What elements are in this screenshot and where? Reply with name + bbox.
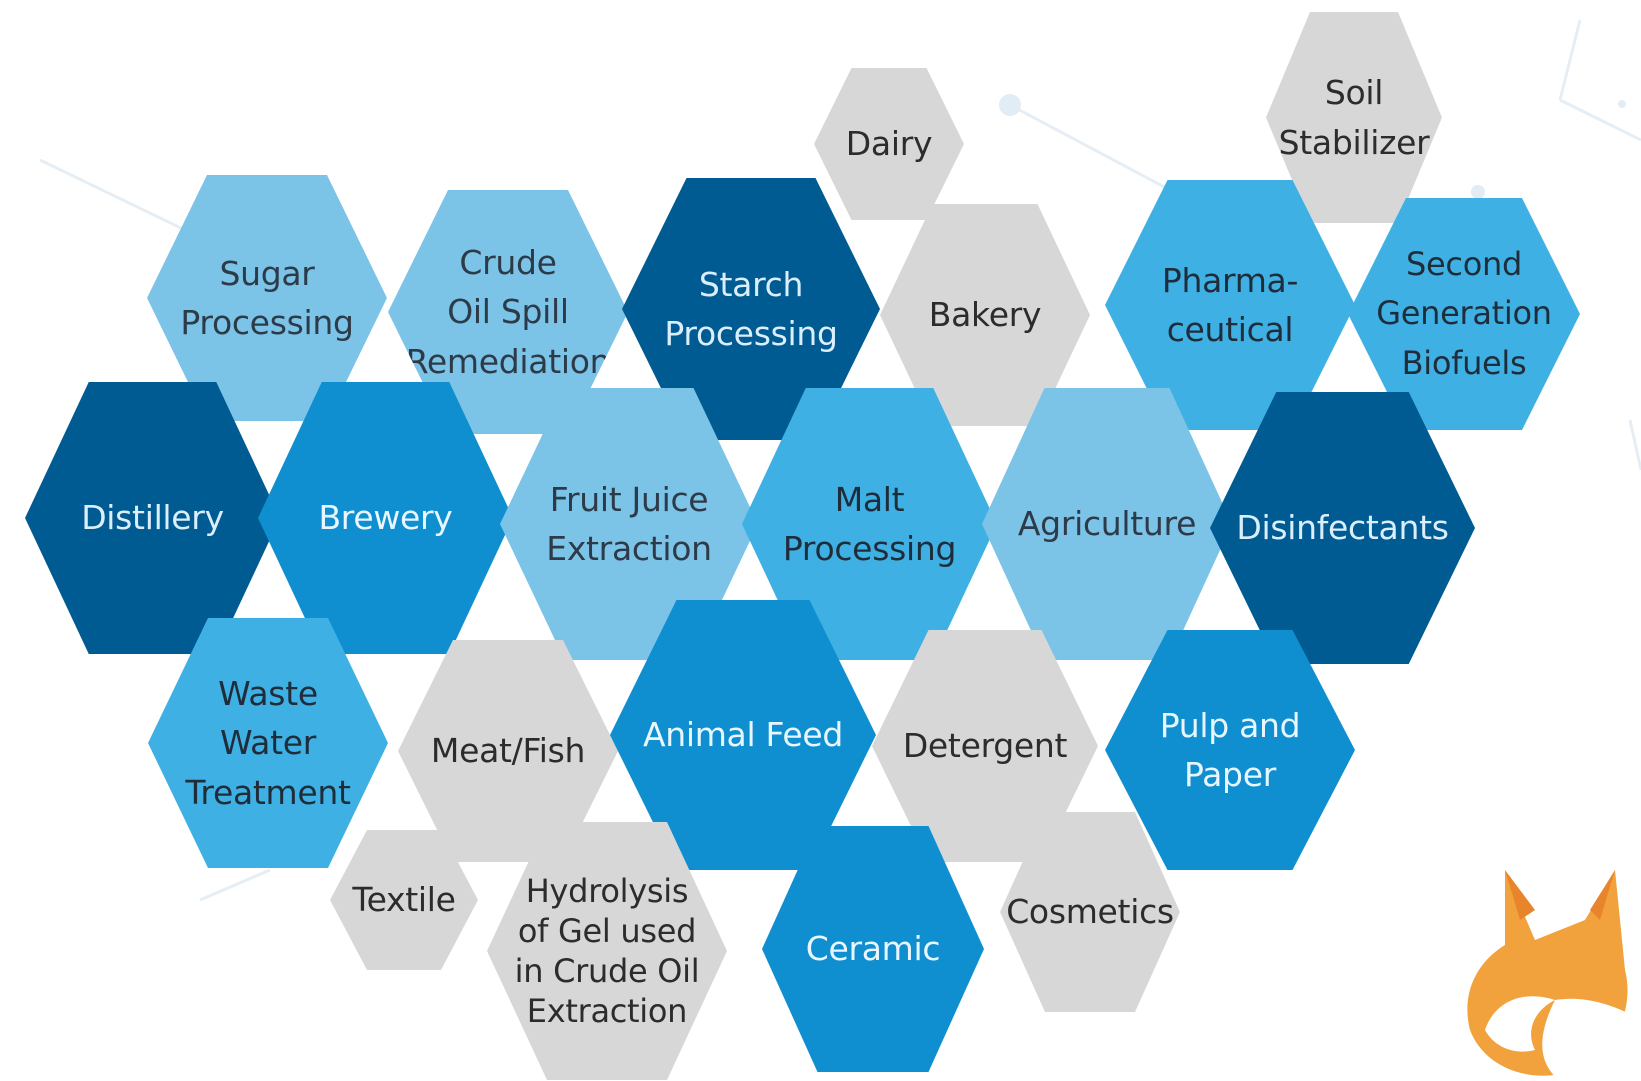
hex-label: Soil Stabilizer xyxy=(1278,73,1430,162)
hex-label: Cosmetics xyxy=(1006,892,1174,932)
hex-label: Waste Water Treatment xyxy=(185,673,351,812)
hex-label: Dairy xyxy=(845,124,933,164)
hex-label: Detergent xyxy=(902,726,1068,766)
hex-hydrolysis-of-gel: Hydrolysis of Gel used in Crude Oil Extr… xyxy=(487,822,727,1080)
hex-label: Animal Feed xyxy=(642,715,844,755)
hex-label: Ceramic xyxy=(805,929,941,969)
hex-label: Starch Processing xyxy=(664,264,838,354)
hex-label: Malt Processing xyxy=(782,479,957,569)
hex-label: Crude Oil Spill Remediation xyxy=(405,242,611,381)
hex-label: Textile xyxy=(352,880,456,920)
hex-label: Meat/Fish xyxy=(430,731,586,771)
fox-icon xyxy=(1467,870,1641,1081)
hex-label: Pharma- ceutical xyxy=(1161,260,1299,350)
hex-label: Pulp and Paper xyxy=(1159,705,1301,795)
hex-label: Distillery xyxy=(81,498,224,538)
hex-label: Sugar Processing xyxy=(180,253,354,343)
hex-label: Agriculture xyxy=(1017,504,1197,544)
hex-ceramic: Ceramic xyxy=(762,826,984,1072)
hex-label: Brewery xyxy=(318,498,453,538)
hex-waste-water-treatment: Waste Water Treatment xyxy=(148,618,388,868)
hex-label: Hydrolysis of Gel used in Crude Oil Extr… xyxy=(514,872,700,1030)
hex-label: Fruit Juice Extraction xyxy=(546,479,712,569)
hex-sugar-processing: Sugar Processing xyxy=(147,175,387,421)
hex-label: Second Generation Biofuels xyxy=(1376,244,1552,382)
hex-label: Bakery xyxy=(928,295,1042,335)
hex-crude-oil-spill-remediation: Crude Oil Spill Remediation xyxy=(388,190,628,434)
hex-label: Disinfectants xyxy=(1236,508,1449,548)
